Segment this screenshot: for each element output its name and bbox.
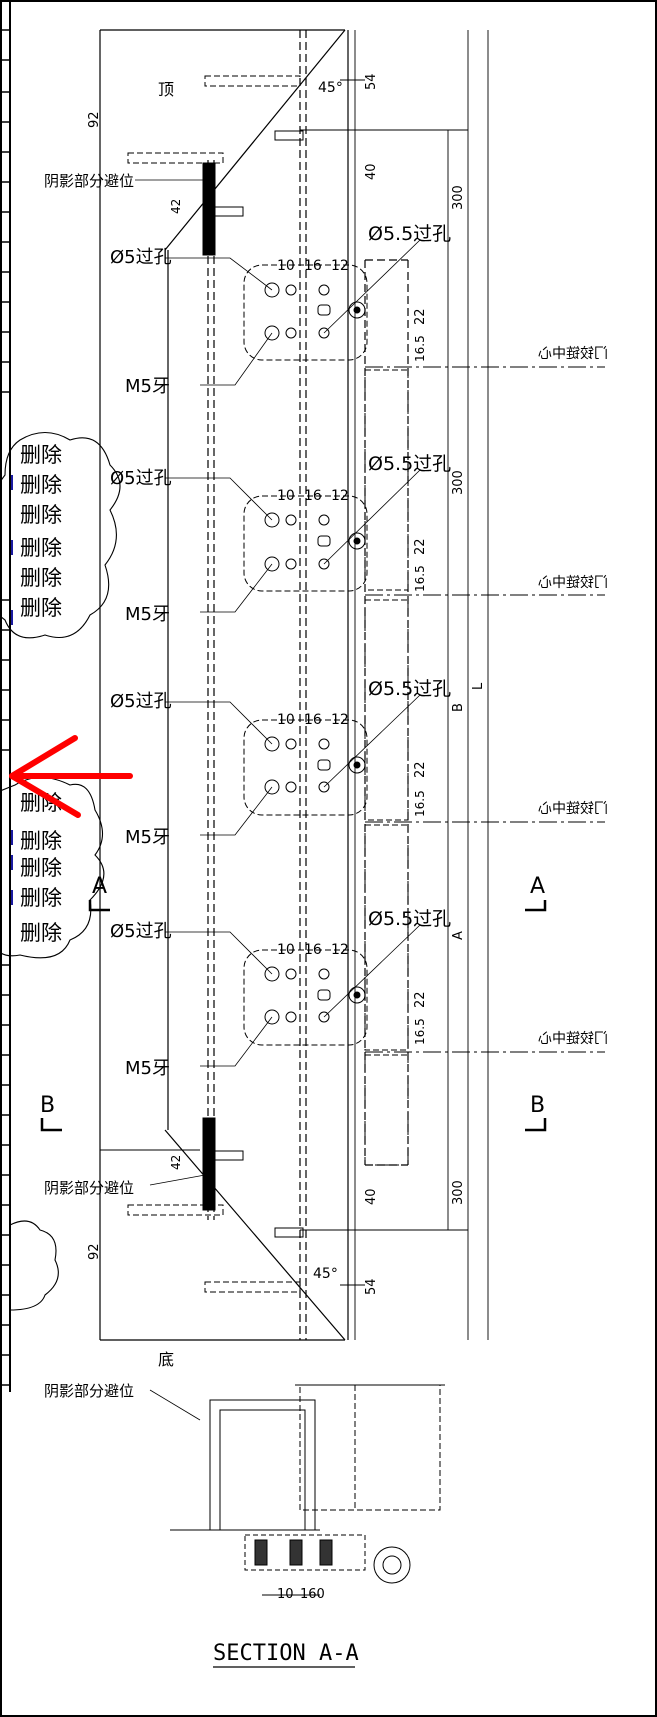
hole5-label-2: Ø5过孔 bbox=[110, 468, 172, 489]
dim-45-top: 45° bbox=[318, 80, 343, 96]
delete-label-1c: 删除 bbox=[20, 503, 62, 527]
hinge-center-label-4: 门铰链中心 bbox=[538, 1031, 608, 1047]
dim-A: A bbox=[451, 931, 466, 940]
hinge-center-label-3: 门铰链中心 bbox=[538, 801, 608, 817]
dim-16-1: 16 bbox=[304, 258, 322, 274]
dim-L: L bbox=[471, 682, 486, 690]
dim-300-top: 300 bbox=[451, 185, 466, 210]
shadow-label-section: 阴影部分避位 bbox=[44, 1382, 134, 1400]
section-view bbox=[170, 1384, 445, 1596]
top-bracket bbox=[127, 75, 304, 256]
hinge-center-lines bbox=[365, 366, 605, 1053]
dim-165-4: 16.5 bbox=[413, 1018, 427, 1045]
shadow-label-bottom: 阴影部分避位 bbox=[44, 1179, 134, 1197]
hinge-hole-group-4 bbox=[243, 949, 368, 1046]
m5-label-3: M5牙 bbox=[125, 827, 170, 848]
dim-300-mid: 300 bbox=[451, 470, 466, 495]
dim-10-2: 10 bbox=[277, 488, 295, 504]
dim-16-2: 16 bbox=[304, 488, 322, 504]
dim-10-1: 10 bbox=[277, 258, 295, 274]
delete-cloud-2 bbox=[0, 776, 105, 959]
dim-B: B bbox=[451, 703, 466, 712]
dim-300-bottom: 300 bbox=[451, 1180, 466, 1205]
hole5-label-3: Ø5过孔 bbox=[110, 691, 172, 712]
dim-12-2: 12 bbox=[331, 488, 349, 504]
section-mark-a-left: A bbox=[92, 874, 107, 899]
dim-22-2: 22 bbox=[413, 538, 428, 555]
section-mark-a-right: A bbox=[530, 874, 545, 899]
dimension-lines bbox=[100, 30, 489, 1340]
section-mark-b-right: B bbox=[530, 1093, 545, 1118]
delete-label-2c: 删除 bbox=[20, 856, 62, 880]
extrusion-profile bbox=[99, 29, 409, 1341]
red-arrow bbox=[9, 735, 133, 818]
hinge-blocks bbox=[364, 369, 409, 1166]
dim-54-top: 54 bbox=[364, 73, 379, 90]
label-bottom: 底 bbox=[158, 1350, 174, 1369]
dim-22-3: 22 bbox=[413, 761, 428, 778]
leader-lines bbox=[135, 179, 421, 1421]
hole55-label-1: Ø5.5过孔 bbox=[368, 223, 451, 245]
dim-10-3: 10 bbox=[277, 712, 295, 728]
delete-label-1e: 删除 bbox=[20, 566, 62, 590]
hole55-label-3: Ø5.5过孔 bbox=[368, 678, 451, 700]
dim-22-4: 22 bbox=[413, 991, 428, 1008]
delete-cloud-3 bbox=[9, 1220, 59, 1311]
dim-40-top: 40 bbox=[364, 163, 379, 180]
shadow-label-top: 阴影部分避位 bbox=[44, 172, 134, 190]
delete-label-2d: 删除 bbox=[20, 886, 62, 910]
delete-label-1a: 删除 bbox=[20, 443, 62, 467]
delete-label-1f: 删除 bbox=[20, 596, 62, 620]
hinge-hole-group-1 bbox=[243, 264, 368, 361]
dim-10-4: 10 bbox=[277, 942, 295, 958]
delete-cloud-1 bbox=[0, 431, 121, 639]
delete-label-2b: 删除 bbox=[20, 829, 62, 853]
m5-label-2: M5牙 bbox=[125, 604, 170, 625]
section-markers bbox=[40, 900, 547, 1132]
spacing-dims: 10 16 12 10 16 12 10 16 12 10 16 12 bbox=[277, 258, 349, 958]
dim-160-section: 160 bbox=[300, 1587, 325, 1602]
label-top: 顶 bbox=[158, 80, 174, 99]
dim-22-1: 22 bbox=[413, 308, 428, 325]
dim-92-bottom: 92 bbox=[87, 1243, 102, 1260]
hole5-label-4: Ø5过孔 bbox=[110, 921, 172, 942]
delete-label-1d: 删除 bbox=[20, 536, 62, 560]
left-ruler-ticks bbox=[0, 29, 10, 1386]
dim-165-3: 16.5 bbox=[413, 790, 427, 817]
dim-40-bottom: 40 bbox=[364, 1188, 379, 1205]
dim-16-4: 16 bbox=[304, 942, 322, 958]
m5-label-1: M5牙 bbox=[125, 376, 170, 397]
dim-10-section: 10 bbox=[277, 1587, 294, 1602]
dim-165-1: 16.5 bbox=[413, 335, 427, 362]
dim-54-bottom: 54 bbox=[364, 1278, 379, 1295]
hole55-label-4: Ø5.5过孔 bbox=[368, 908, 451, 930]
hinge-hole-group-3 bbox=[243, 719, 368, 816]
dim-16-3: 16 bbox=[304, 712, 322, 728]
bottom-bracket bbox=[127, 1117, 304, 1293]
hinge-center-label-2: 门铰链中心 bbox=[538, 575, 608, 591]
m5-label-4: M5牙 bbox=[125, 1058, 170, 1079]
hole55-label-2: Ø5.5过孔 bbox=[368, 453, 451, 475]
dim-12-3: 12 bbox=[331, 712, 349, 728]
section-mark-b-left: B bbox=[40, 1093, 55, 1118]
dim-42-top: 42 bbox=[169, 199, 183, 214]
hinge-center-label-1: 门铰链中心 bbox=[538, 346, 608, 362]
dim-165-2: 16.5 bbox=[413, 565, 427, 592]
dim-12-4: 12 bbox=[331, 942, 349, 958]
delete-label-1b: 删除 bbox=[20, 473, 62, 497]
dim-92-top: 92 bbox=[87, 111, 102, 128]
delete-label-2e: 删除 bbox=[20, 921, 62, 945]
dim-45-bottom: 45° bbox=[313, 1266, 338, 1282]
dim-12-1: 12 bbox=[331, 258, 349, 274]
hole5-label-1: Ø5过孔 bbox=[110, 247, 172, 268]
section-title: SECTION A-A bbox=[213, 1641, 359, 1666]
dim-42-bottom: 42 bbox=[169, 1155, 183, 1170]
hinge-hole-group-2 bbox=[243, 495, 368, 592]
